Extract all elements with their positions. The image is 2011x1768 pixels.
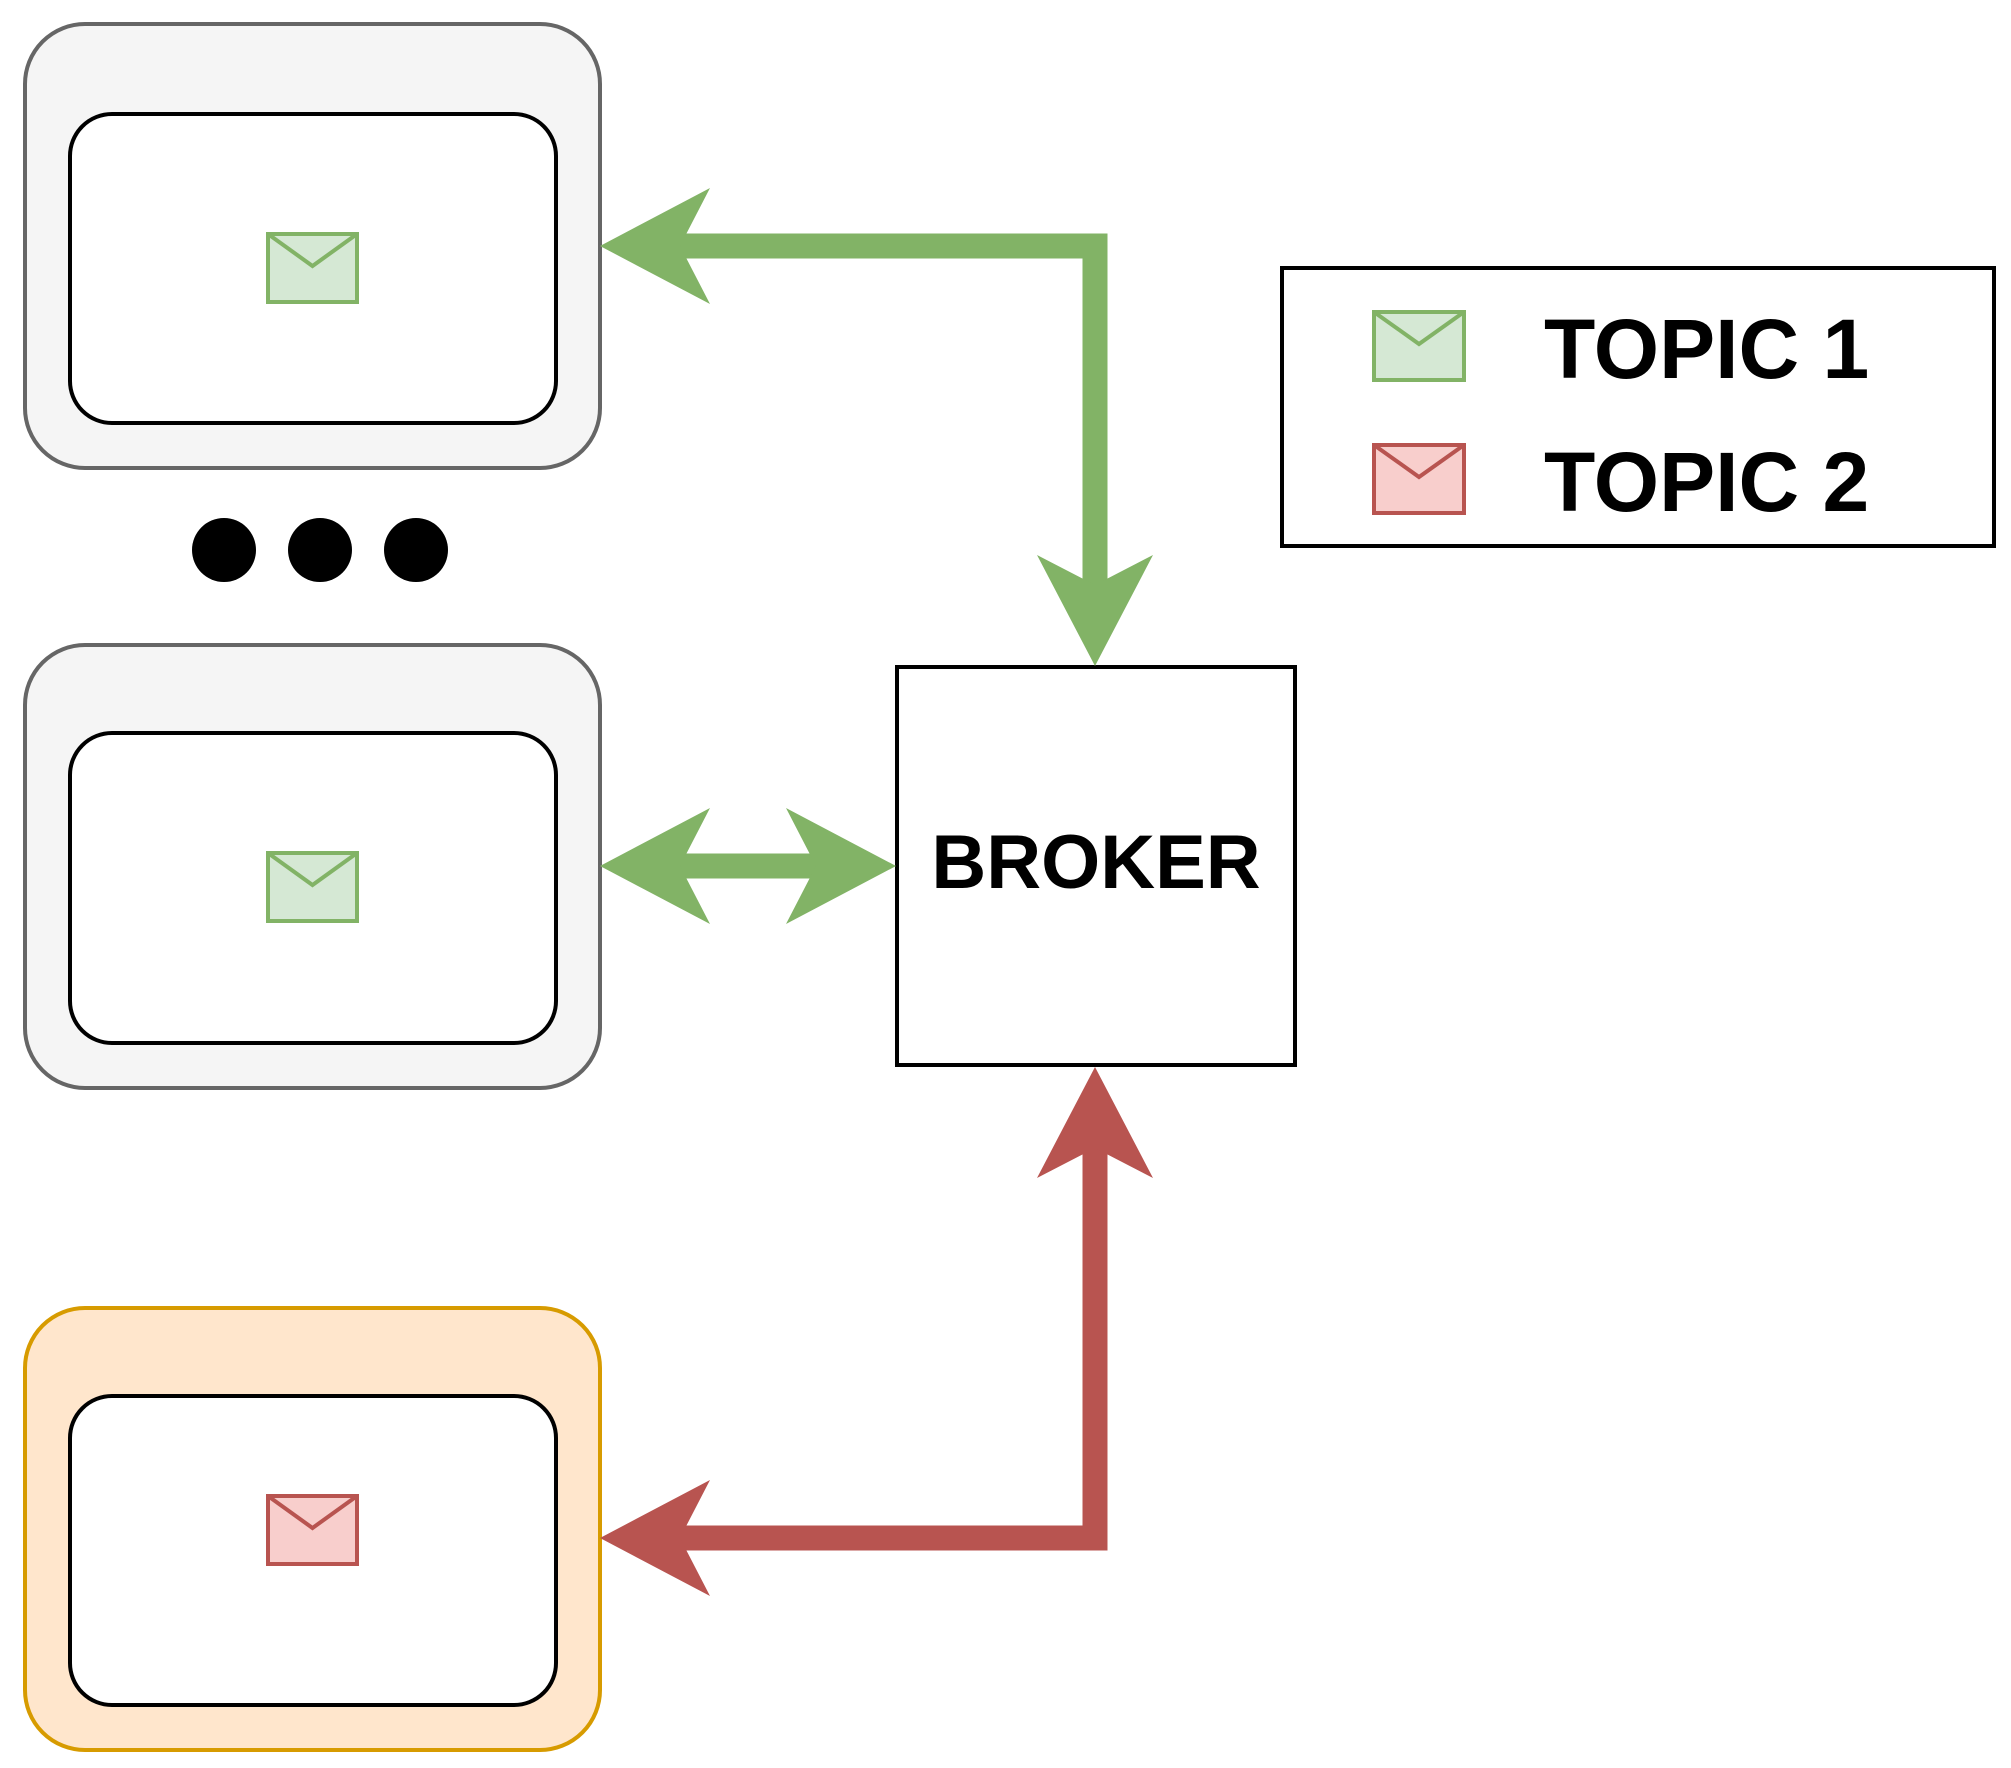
arrowhead-up-icon (1037, 1067, 1153, 1178)
envelope-icon (266, 1494, 359, 1566)
ellipsis-dot (384, 518, 448, 582)
arrowhead-left-icon (600, 808, 710, 924)
envelope-icon (1372, 443, 1466, 515)
legend-item-topic-1: TOPIC 1 (1372, 302, 1869, 396)
arrowhead-left-icon (600, 188, 710, 304)
arrowhead-left-icon (600, 1480, 710, 1596)
broker-label: BROKER (931, 820, 1260, 905)
envelope-icon (266, 851, 359, 923)
client-node-3 (23, 1306, 602, 1752)
arrowhead-down-icon (1037, 555, 1153, 666)
envelope-icon (266, 232, 359, 304)
connector-client2-broker (600, 808, 896, 924)
ellipsis-dots (192, 518, 448, 582)
ellipsis-dot (288, 518, 352, 582)
connector-client1-broker (600, 188, 1153, 666)
ellipsis-dot (192, 518, 256, 582)
legend: TOPIC 1 TOPIC 2 (1280, 266, 1996, 548)
client-node-2 (23, 643, 602, 1090)
broker-node: BROKER (895, 665, 1297, 1067)
envelope-icon (1372, 310, 1466, 382)
client-node-1 (23, 22, 602, 470)
broker-box (895, 665, 1297, 1067)
legend-label: TOPIC 2 (1544, 435, 1869, 529)
legend-item-topic-2: TOPIC 2 (1372, 435, 1869, 529)
connector-line (650, 1130, 1108, 1551)
connector-line (650, 233, 1108, 600)
arrowhead-right-icon (786, 808, 896, 924)
legend-label: TOPIC 1 (1544, 302, 1869, 396)
connector-client3-broker (600, 1067, 1153, 1596)
